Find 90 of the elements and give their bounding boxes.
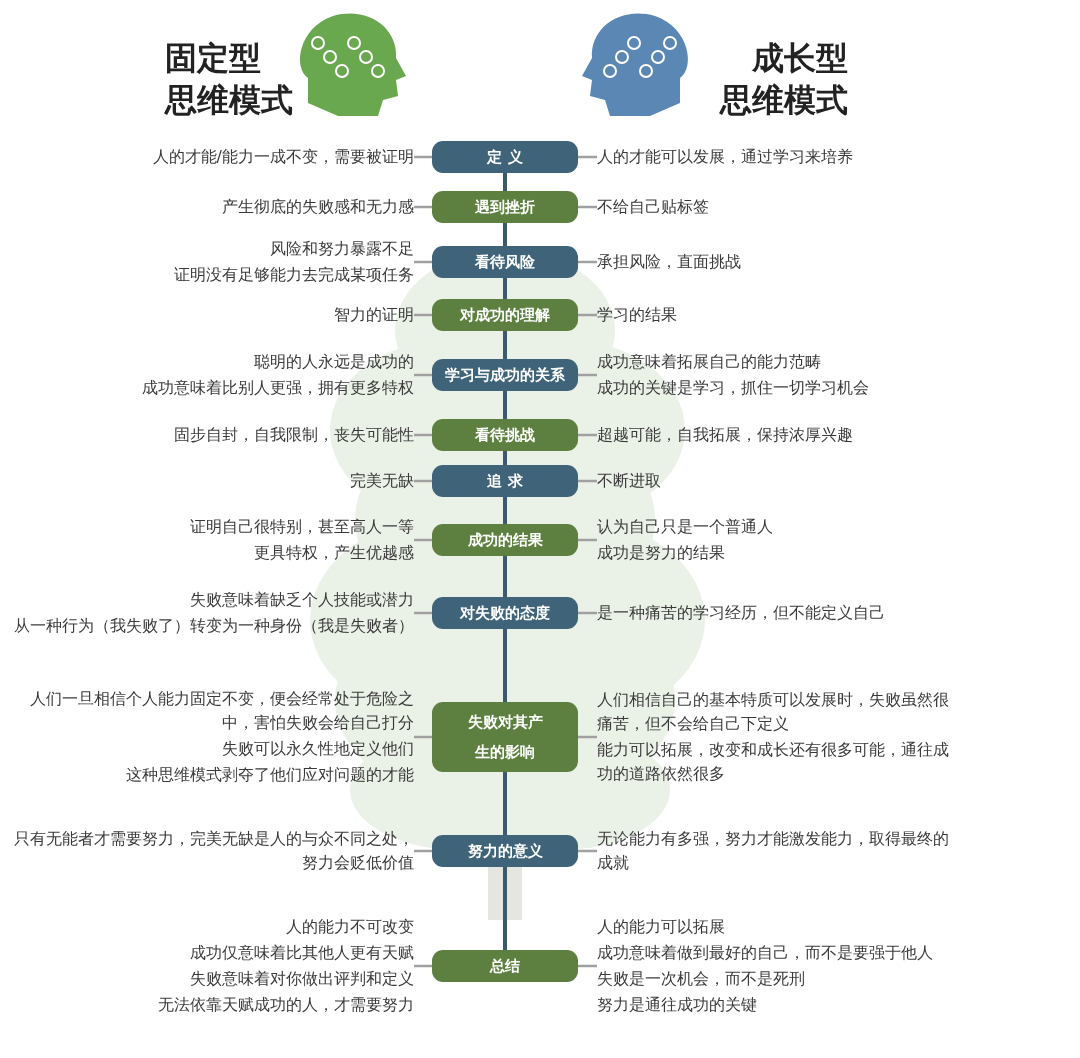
- topic-pill: 学习与成功的关系: [432, 359, 578, 391]
- statement-text: 能力可以拓展，改变和成长还有很多可能，通往成功的道路依然很多: [597, 739, 949, 785]
- statement-text: 失败意味着缺乏个人技能或潜力: [189, 589, 414, 611]
- topic-pill: 看待挑战: [432, 419, 578, 451]
- trunk-line: [503, 223, 507, 246]
- connector-line: [414, 373, 432, 377]
- trunk-line: [503, 331, 507, 359]
- trunk-line: [503, 391, 507, 419]
- connector-line: [578, 849, 597, 853]
- trunk-line: [503, 556, 507, 597]
- statement-text: 人们相信自己的基本特质可以发展时，失败虽然很痛苦，但不会给自己下定义: [597, 689, 949, 735]
- statement-text: 无法依靠天赋成功的人，才需要努力: [157, 994, 414, 1016]
- statement-text: 完美无缺: [349, 470, 414, 492]
- topic-pill: 对失败的态度: [432, 597, 578, 629]
- trunk-line: [503, 772, 507, 835]
- statement-text: 人的才能可以发展，通过学习来培养: [597, 146, 854, 168]
- topic-pill: 追 求: [432, 465, 578, 497]
- connector-line: [414, 260, 432, 264]
- statement-text: 成功仅意味着比其他人更有天赋: [189, 942, 414, 964]
- statement-text: 努力是通往成功的关键: [597, 994, 758, 1016]
- connector-line: [414, 538, 432, 542]
- topic-pill: 失败对其产生的影响: [432, 702, 578, 772]
- statement-text: 成功意味着比别人更强，拥有更多特权: [141, 377, 414, 399]
- connector-line: [414, 433, 432, 437]
- connector-line: [578, 479, 597, 483]
- connector-line: [414, 964, 432, 968]
- connector-line: [414, 611, 432, 615]
- statement-text: 风险和努力暴露不足: [269, 238, 414, 260]
- topic-pill: 看待风险: [432, 246, 578, 278]
- statement-text: 成功意味着拓展自己的能力范畴: [597, 351, 822, 373]
- connector-line: [414, 735, 432, 739]
- statement-text: 证明自己很特别，甚至高人一等: [189, 516, 414, 538]
- connector-line: [578, 735, 597, 739]
- statement-text: 不给自己贴标签: [597, 196, 710, 218]
- statement-text: 证明没有足够能力去完成某项任务: [173, 264, 414, 286]
- topic-pill: 遇到挫折: [432, 191, 578, 223]
- statement-text: 失败意味着对你做出评判和定义: [189, 968, 414, 990]
- trunk-line: [503, 867, 507, 950]
- statement-text: 超越可能，自我拓展，保持浓厚兴趣: [597, 424, 854, 446]
- connector-line: [578, 260, 597, 264]
- connector-line: [578, 155, 597, 159]
- statement-text: 人们一旦相信个人能力固定不变，便会经常处于危险之中，害怕失败会给自己打分: [29, 688, 414, 734]
- trunk-line: [503, 497, 507, 524]
- column-heading: 固定型: [165, 38, 261, 78]
- statement-text: 只有无能者才需要努力，完美无缺是人的与众不同之处，努力会贬低价值: [14, 828, 414, 874]
- column-heading: 思维模式: [720, 80, 848, 120]
- statement-text: 人的能力可以拓展: [597, 916, 726, 938]
- statement-text: 学习的结果: [597, 304, 678, 326]
- connector-line: [414, 155, 432, 159]
- connector-line: [414, 313, 432, 317]
- statement-text: 固步自封，自我限制，丧失可能性: [173, 424, 414, 446]
- topic-pill: 对成功的理解: [432, 299, 578, 331]
- trunk-line: [503, 278, 507, 299]
- connector-line: [578, 205, 597, 209]
- topic-pill: 总结: [432, 950, 578, 982]
- statement-text: 从一种行为（我失败了）转变为一种身份（我是失败者）: [14, 615, 414, 637]
- connector-line: [414, 205, 432, 209]
- topic-pill: 定 义: [432, 141, 578, 173]
- statement-text: 是一种痛苦的学习经历，但不能定义自己: [597, 602, 886, 624]
- statement-text: 成功的关键是学习，抓住一切学习机会: [597, 377, 870, 399]
- statement-text: 失败是一次机会，而不是死刑: [597, 968, 806, 990]
- statement-text: 认为自己只是一个普通人: [597, 516, 774, 538]
- topic-pill: 努力的意义: [432, 835, 578, 867]
- connector-line: [578, 538, 597, 542]
- statement-text: 更具特权，产生优越感: [253, 542, 414, 564]
- trunk-line: [503, 629, 507, 702]
- statement-text: 失败可以永久性地定义他们: [221, 738, 414, 760]
- connector-line: [578, 313, 597, 317]
- statement-text: 人的才能/能力一成不变，需要被证明: [151, 146, 414, 168]
- connector-line: [414, 479, 432, 483]
- statement-text: 不断进取: [597, 470, 662, 492]
- trunk-line: [503, 173, 507, 191]
- column-heading: 成长型: [751, 38, 848, 78]
- statement-text: 承担风险，直面挑战: [597, 251, 742, 273]
- statement-text: 聪明的人永远是成功的: [253, 351, 414, 373]
- statement-text: 这种思维模式剥夺了他们应对问题的才能: [125, 764, 414, 786]
- statement-text: 成功是努力的结果: [597, 542, 726, 564]
- connector-line: [578, 373, 597, 377]
- connector-line: [414, 849, 432, 853]
- statement-text: 成功意味着做到最好的自己，而不是要强于他人: [597, 942, 934, 964]
- connector-line: [578, 964, 597, 968]
- statement-text: 产生彻底的失败感和无力感: [221, 196, 414, 218]
- statement-text: 智力的证明: [333, 304, 414, 326]
- column-heading: 思维模式: [165, 80, 293, 120]
- connector-line: [578, 433, 597, 437]
- topic-pill: 成功的结果: [432, 524, 578, 556]
- statement-text: 人的能力不可改变: [285, 916, 414, 938]
- statement-text: 无论能力有多强，努力才能激发能力，取得最终的成就: [597, 828, 949, 874]
- connector-line: [578, 611, 597, 615]
- trunk-line: [503, 451, 507, 465]
